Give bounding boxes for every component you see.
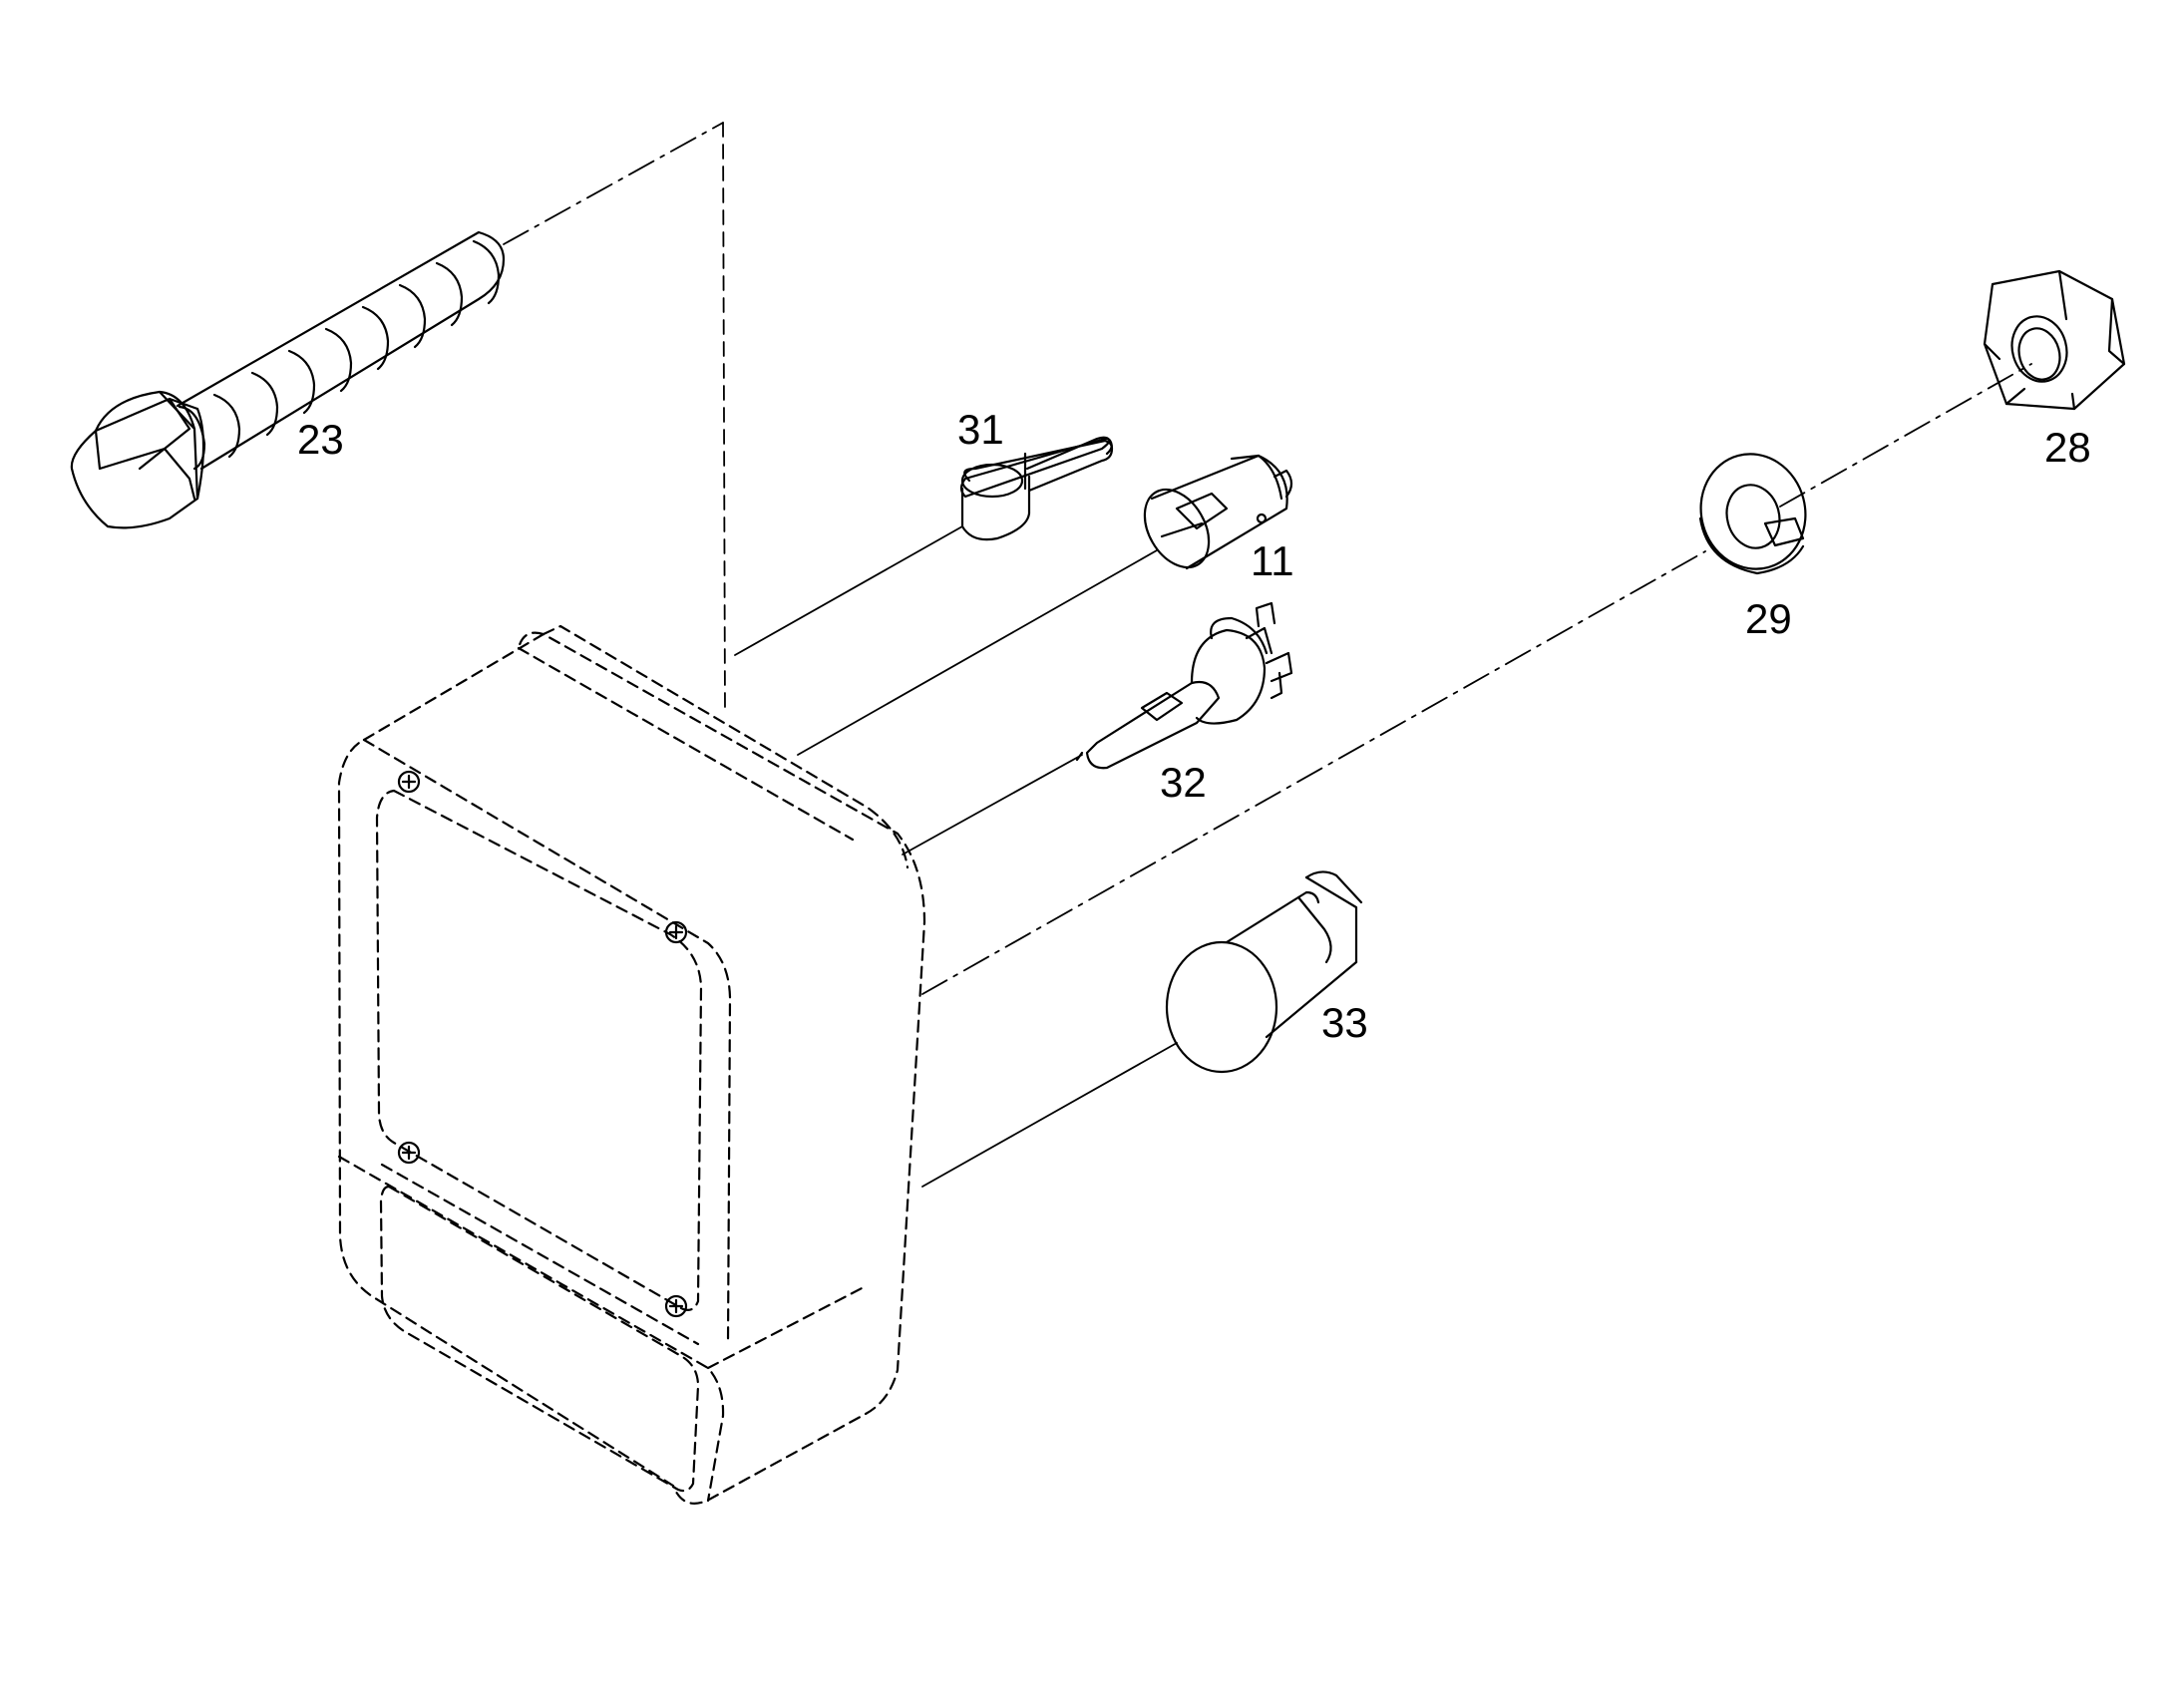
lens-lower <box>379 1163 700 1493</box>
callout-33: 33 <box>1321 999 1368 1046</box>
axis-vertical <box>722 122 726 714</box>
leader-33 <box>921 1042 1178 1188</box>
callout-31: 31 <box>957 406 1004 453</box>
lens-upper <box>375 789 703 1311</box>
screw-top-right <box>664 920 688 944</box>
screw-bottom-left <box>397 1141 421 1165</box>
pin <box>959 436 1114 541</box>
leader-31 <box>734 525 963 656</box>
leader-lines <box>503 122 2032 1188</box>
callout-32: 32 <box>1160 759 1207 806</box>
callout-23: 23 <box>297 416 344 463</box>
callout-29: 29 <box>1745 595 1792 642</box>
halogen-bulb <box>1075 601 1293 770</box>
lamp-front-face <box>337 738 868 1503</box>
axis-bolt <box>503 122 724 245</box>
callout-28: 28 <box>2044 424 2091 471</box>
leader-32 <box>902 754 1083 855</box>
leader-11 <box>797 549 1158 756</box>
spring-washer <box>1698 453 1807 575</box>
tail-bulb <box>1165 870 1363 1074</box>
lens-screws <box>397 770 688 1318</box>
hex-nut <box>1983 269 2126 411</box>
lamp-housing <box>337 624 926 1505</box>
hex-bolt <box>70 230 506 529</box>
screw-bottom-right <box>664 1294 688 1318</box>
axis-nut <box>1779 363 2032 508</box>
axis-washer-nut <box>921 550 1706 995</box>
small-bulb <box>1143 454 1293 570</box>
callout-11: 11 <box>1251 537 1294 584</box>
screw-top-left <box>397 770 421 794</box>
